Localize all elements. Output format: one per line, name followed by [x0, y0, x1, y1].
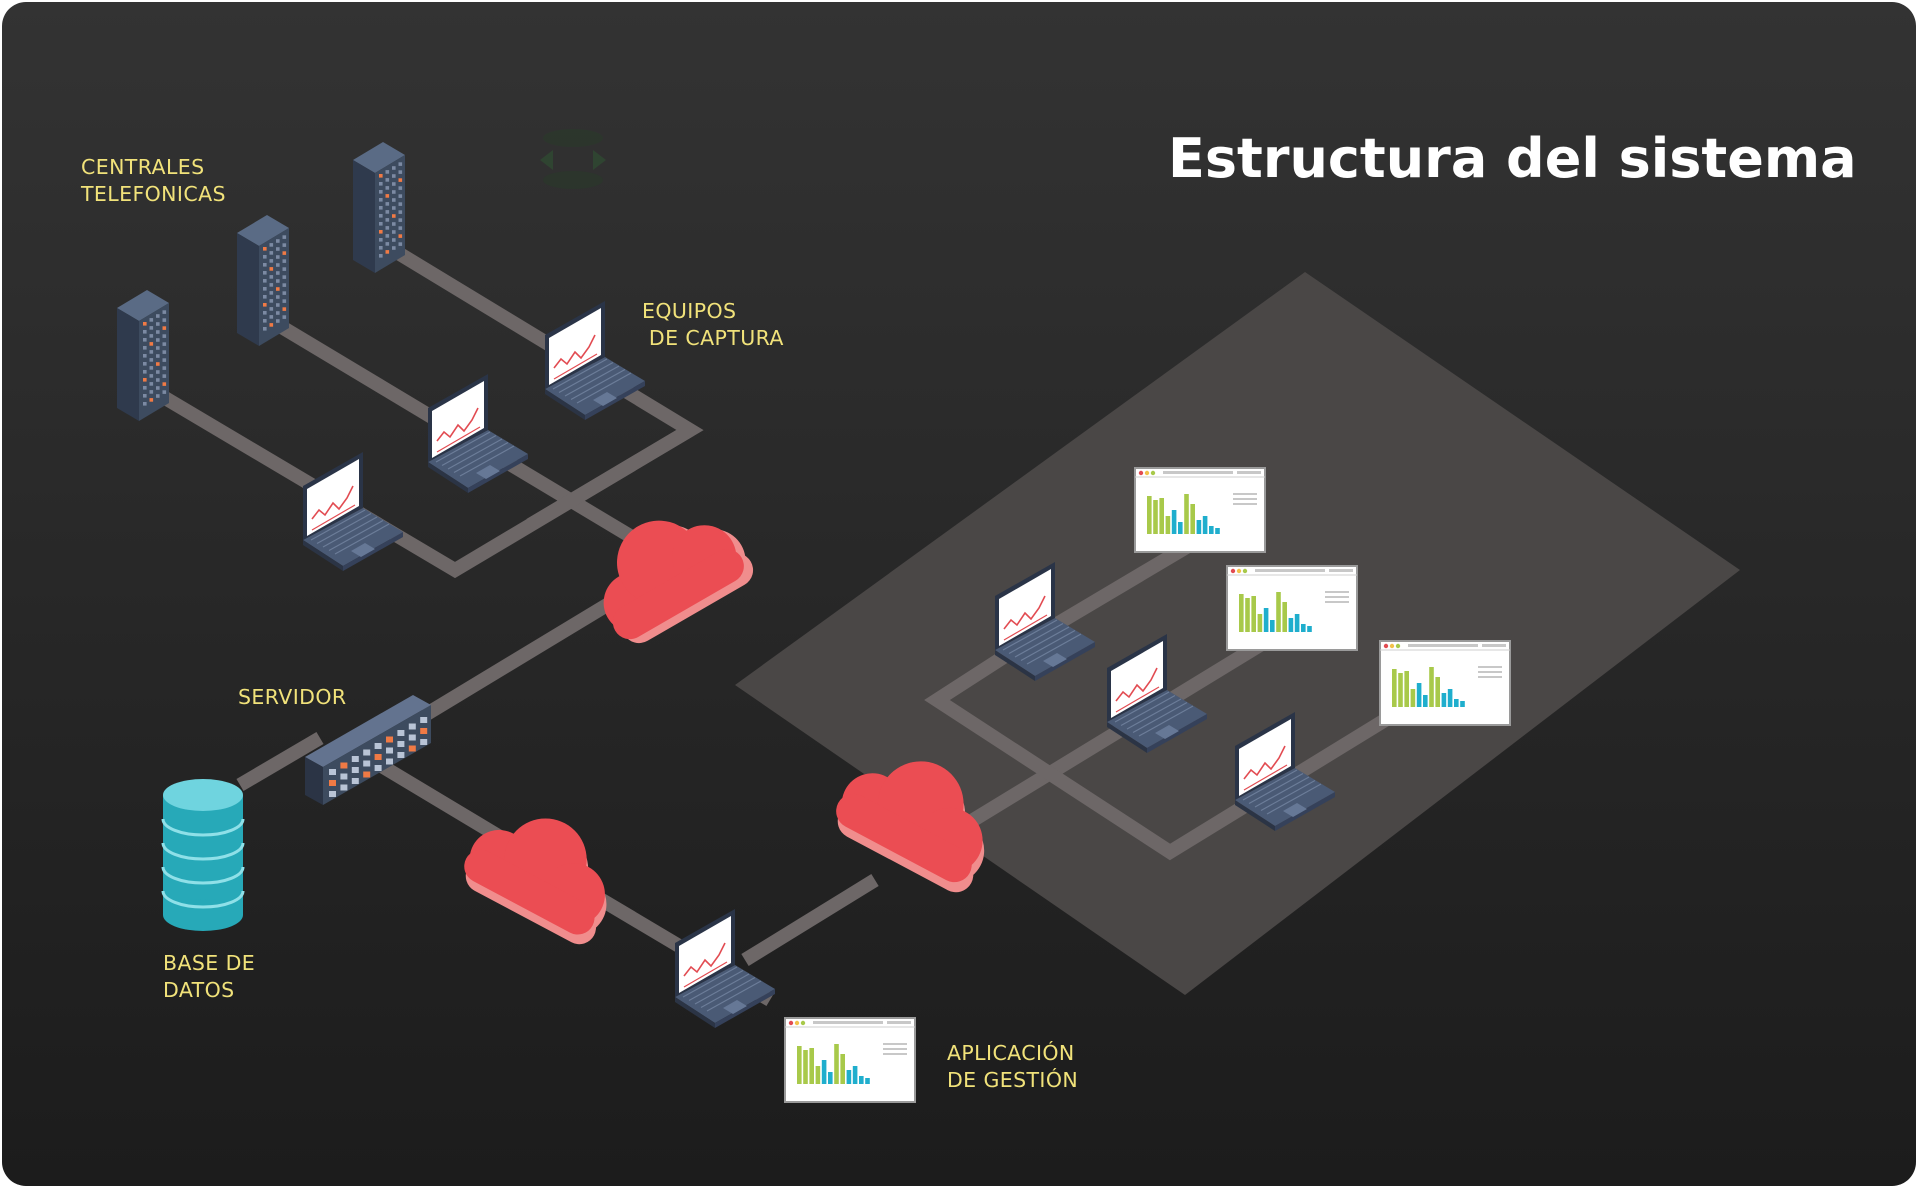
cloud-icon — [836, 761, 985, 893]
phone-exchange-tower-icon — [117, 290, 169, 421]
laptop-icon — [1235, 712, 1335, 831]
label-equipos-captura: EQUIPOS DE CAPTURA — [642, 299, 784, 350]
label-aplicacion-gestion: APLICACIÓN DE GESTIÓN — [947, 1041, 1079, 1092]
database-icon — [161, 779, 245, 931]
faded-arrows-icon — [540, 129, 606, 189]
connector — [376, 758, 509, 847]
label-base-de-datos: BASE DE DATOS — [163, 951, 256, 1002]
cloud-icon — [603, 520, 754, 644]
dashboard-window-icon — [784, 1017, 916, 1103]
connector — [966, 639, 1264, 828]
laptop-icon — [1107, 634, 1207, 753]
diagram-content — [117, 129, 1740, 1103]
devices-layer — [117, 142, 1511, 1103]
dashboard-window-icon — [1379, 640, 1511, 726]
dashboard-window-icon — [1226, 565, 1358, 651]
connector — [741, 874, 879, 966]
laptop-icon — [303, 452, 403, 571]
connector — [236, 731, 324, 792]
laptop-icon — [428, 374, 528, 493]
laptop-icon — [995, 562, 1095, 681]
connector — [386, 242, 704, 532]
phone-exchange-tower-icon — [237, 215, 289, 346]
laptop-icon — [545, 301, 645, 420]
diagram-title: Estructura del sistema — [1168, 127, 1857, 190]
phone-exchange-tower-icon — [353, 142, 405, 273]
label-centrales-telefonicas: CENTRALES TELEFONICAS — [81, 155, 226, 206]
cloud-icon — [464, 818, 607, 945]
label-servidor: SERVIDOR — [238, 685, 347, 709]
laptop-icon — [675, 909, 775, 1028]
server-rack-icon — [305, 695, 431, 805]
dashboard-window-icon — [1134, 467, 1266, 553]
